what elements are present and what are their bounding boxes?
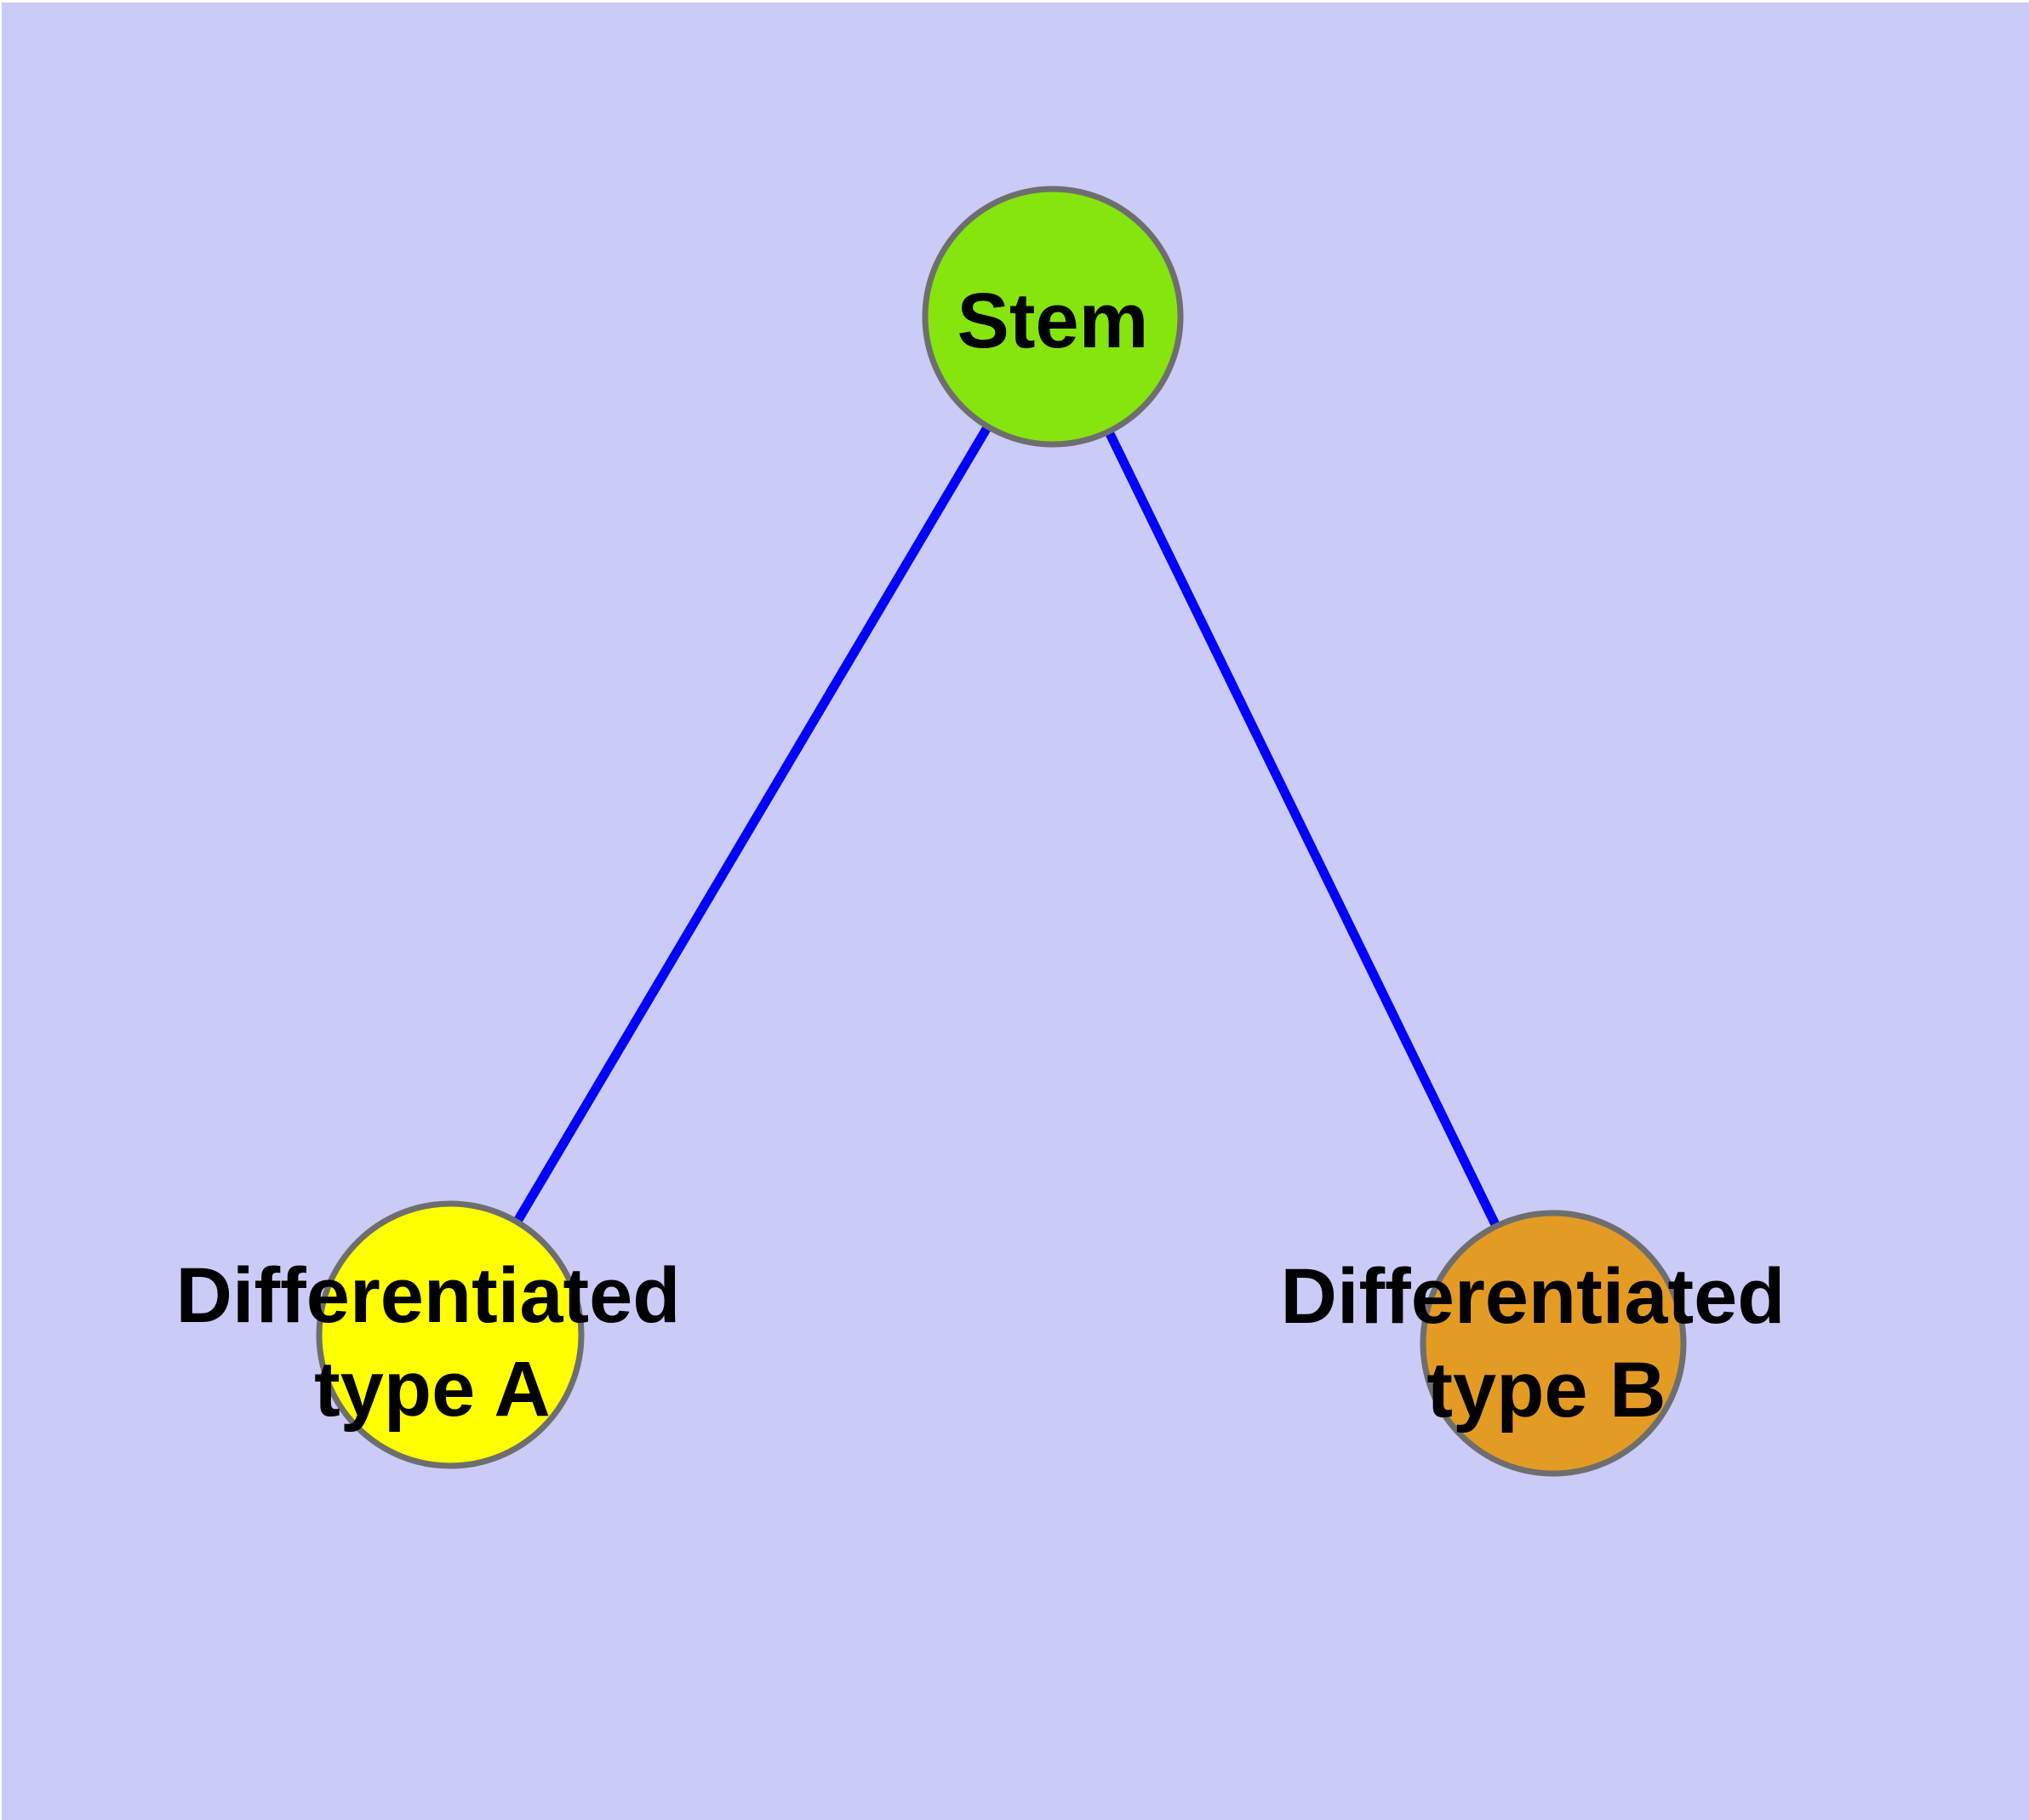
node-differentiated-type-a-circle[interactable] xyxy=(316,1200,585,1469)
edge-stem-to-type-b xyxy=(1049,314,1557,1346)
node-stem-label: Stem xyxy=(957,278,1149,364)
node-differentiated-type-b-label-line2: type B xyxy=(1426,1347,1666,1434)
node-differentiated-type-a-label-line2: type A xyxy=(314,1346,551,1433)
node-differentiated-type-b-label-line1: Differentiated xyxy=(1281,1253,1786,1340)
edge-layer xyxy=(446,314,1557,1346)
node-stem-circle[interactable] xyxy=(922,186,1184,448)
edge-stem-to-type-a xyxy=(446,314,1057,1337)
node-stem: Stem xyxy=(922,186,1184,448)
node-differentiated-type-a-label-line1: Differentiated xyxy=(176,1252,681,1339)
node-differentiated-type-b: Differentiated type B xyxy=(1281,1210,1786,1477)
node-differentiated-type-b-circle[interactable] xyxy=(1420,1210,1687,1477)
node-differentiated-type-a: Differentiated type A xyxy=(176,1200,681,1469)
